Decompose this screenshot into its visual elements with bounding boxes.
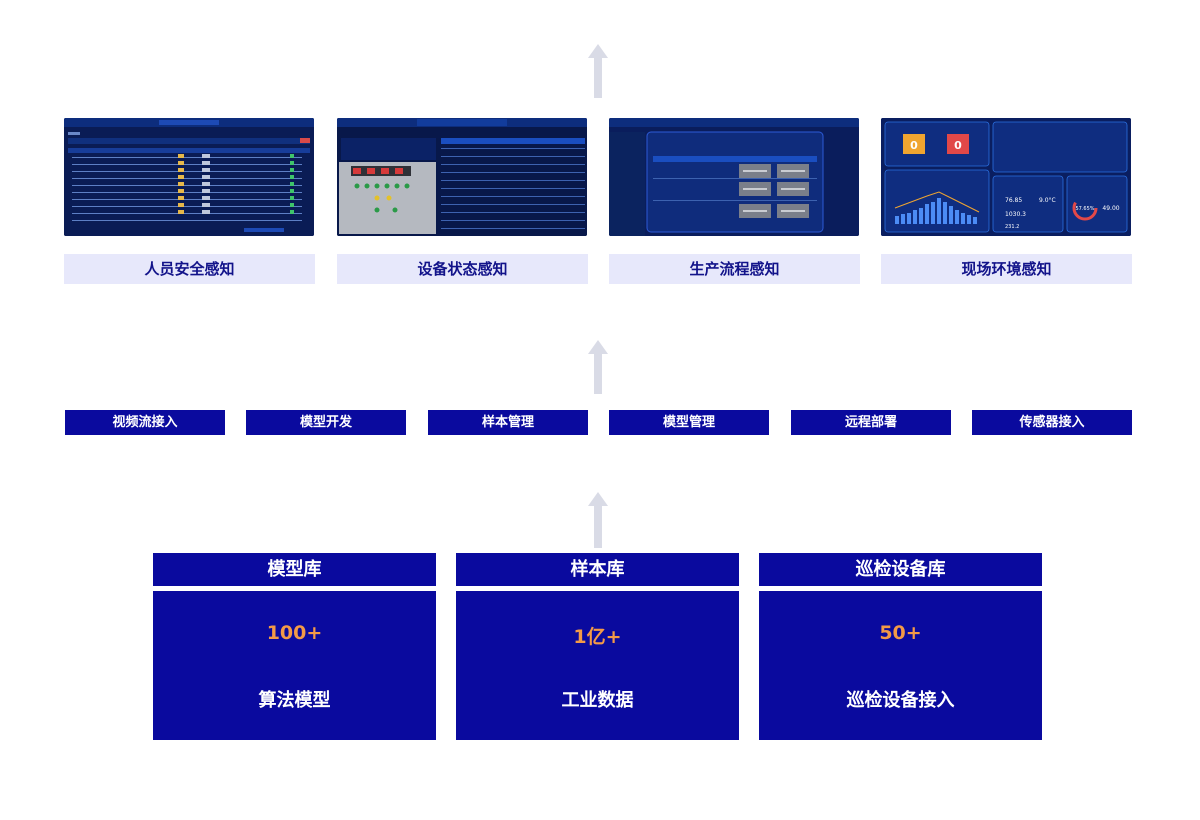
up-arrow-icon <box>588 44 608 98</box>
up-arrow-icon <box>588 492 608 548</box>
personnel-safety-thumbnail <box>64 118 314 236</box>
library-card-device: 50+ 巡检设备接入 <box>759 591 1042 740</box>
app-label-production: 生产流程感知 <box>609 254 860 284</box>
deg-value: 9.0°C <box>1039 197 1056 204</box>
library-value: 100+ <box>266 622 323 644</box>
humid-value: 1030.3 <box>1005 211 1026 218</box>
app-label-environment: 现场环境感知 <box>881 254 1132 284</box>
production-flow-thumbnail <box>609 118 859 236</box>
app-label-personnel: 人员安全感知 <box>64 254 315 284</box>
library-desc: 巡检设备接入 <box>846 690 955 711</box>
environment-thumbnail: 0 0 76.85 1030.3 9.0°C 231.2 57.65% 49.0… <box>881 118 1131 236</box>
gauge-side: 49.00 <box>1102 205 1119 212</box>
app-label-equipment: 设备状态感知 <box>337 254 588 284</box>
counter-b: 0 <box>954 139 962 152</box>
library-value: 1亿+ <box>573 626 622 648</box>
module-video-stream: 视频流接入 <box>65 410 225 435</box>
up-arrow-icon <box>588 340 608 394</box>
library-desc: 工业数据 <box>561 690 634 711</box>
module-model-mgmt: 模型管理 <box>609 410 769 435</box>
library-title-sample: 样本库 <box>456 553 739 586</box>
library-title-device: 巡检设备库 <box>759 553 1042 586</box>
gauge-value: 57.65% <box>1075 206 1094 212</box>
temp-value: 76.85 <box>1005 197 1022 204</box>
module-remote-deploy: 远程部署 <box>791 410 951 435</box>
library-desc: 算法模型 <box>258 690 331 711</box>
module-sample-mgmt: 样本管理 <box>428 410 588 435</box>
library-card-model: 100+ 算法模型 <box>153 591 436 740</box>
counter-a: 0 <box>910 139 918 152</box>
library-card-sample: 1亿+ 工业数据 <box>456 591 739 740</box>
library-value: 50+ <box>879 622 922 644</box>
wind-value: 231.2 <box>1005 224 1019 230</box>
module-sensor-access: 传感器接入 <box>972 410 1132 435</box>
library-title-model: 模型库 <box>153 553 436 586</box>
equipment-status-thumbnail <box>337 118 587 236</box>
module-model-dev: 模型开发 <box>246 410 406 435</box>
